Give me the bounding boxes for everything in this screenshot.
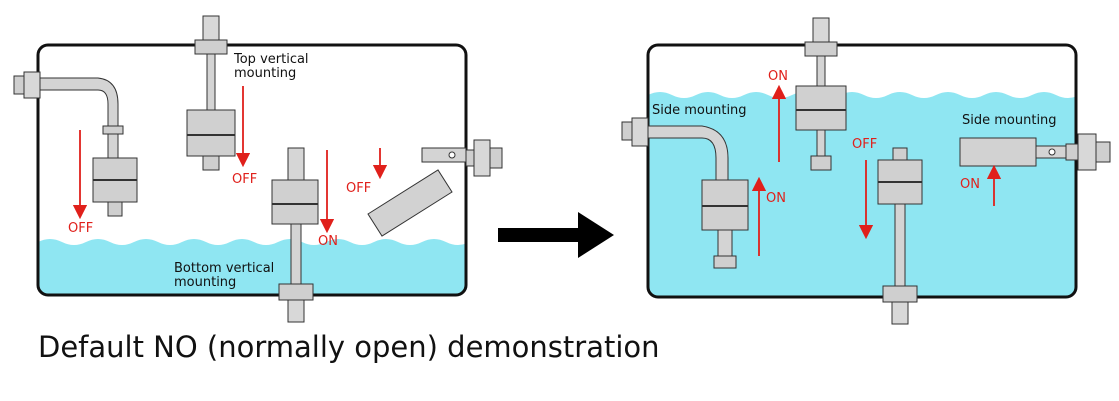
right-arrow-icon xyxy=(498,212,614,258)
right-side-left-float-switch xyxy=(621,117,749,269)
right-side-right-float-switch xyxy=(959,133,1111,171)
left-tank: OFF Top vertical mounting OFF ON xyxy=(13,15,503,323)
side-mounting-label-left: Side mounting xyxy=(652,103,747,118)
float-switch-diagram: OFF Top vertical mounting OFF ON xyxy=(13,15,1111,325)
side-mounting-label-right: Side mounting xyxy=(962,113,1057,128)
left-bottom-vertical-float-switch xyxy=(271,147,319,323)
right-tank: ON Side mounting ON OFF xyxy=(621,17,1111,325)
left-water xyxy=(38,239,466,295)
right-top-state-label: ON xyxy=(768,69,788,84)
left-side-float-switch xyxy=(13,71,138,217)
right-side-right-state-label: ON xyxy=(960,177,980,192)
left-side-state-label: OFF xyxy=(68,221,93,236)
left-bottom-state-label: ON xyxy=(318,234,338,249)
demonstration-caption: Default NO (normally open) demonstration xyxy=(38,330,660,364)
top-vertical-mounting-label: Top vertical mounting xyxy=(233,52,313,81)
right-side-left-state-label: ON xyxy=(766,191,786,206)
right-top-vertical-float-switch xyxy=(795,17,847,171)
left-top-vertical-float-switch xyxy=(186,15,236,171)
left-angled-state-label: OFF xyxy=(346,181,371,196)
bottom-vertical-mounting-label: Bottom vertical mounting xyxy=(174,261,278,290)
left-top-state-label: OFF xyxy=(232,172,257,187)
right-bottom-vertical-float-switch xyxy=(877,147,923,325)
right-bottom-state-label: OFF xyxy=(852,137,877,152)
left-angled-side-float-switch xyxy=(367,139,503,237)
